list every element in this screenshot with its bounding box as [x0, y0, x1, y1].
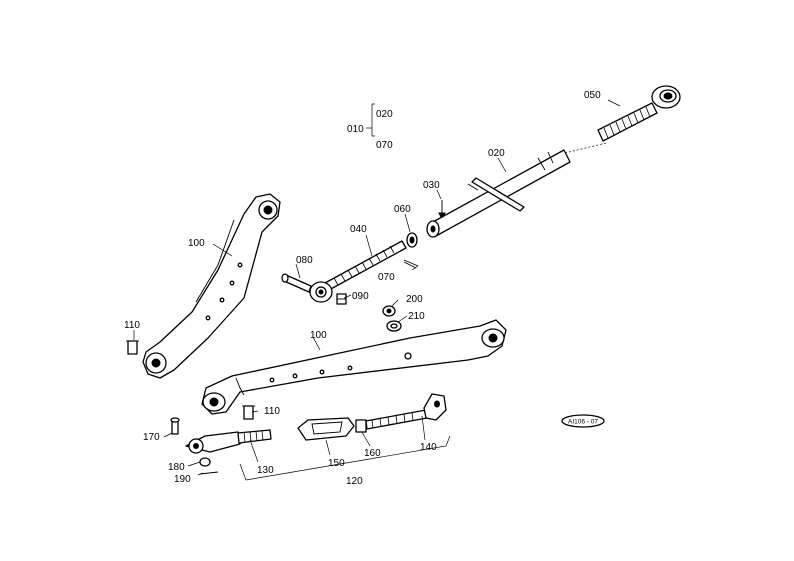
- lock-washer: [406, 232, 418, 248]
- top-link-threaded-rod: [309, 240, 407, 303]
- label-150: 150: [328, 458, 345, 469]
- label-020-body: 020: [488, 148, 505, 159]
- label-200: 200: [406, 294, 423, 305]
- label-010: 010: [347, 124, 364, 135]
- part-labels: 050 020 010 020 070 030 060 040 100 080 …: [124, 90, 601, 487]
- label-120: 120: [346, 476, 363, 487]
- label-020-group: 020: [376, 109, 393, 120]
- stabilizer-assembly: [170, 393, 451, 481]
- label-030: 030: [423, 180, 440, 191]
- label-070-group: 070: [376, 140, 393, 151]
- label-110-left: 110: [124, 320, 140, 331]
- label-100-left: 100: [188, 238, 205, 249]
- label-130: 130: [257, 465, 274, 476]
- label-050: 050: [584, 90, 601, 101]
- label-180: 180: [168, 462, 185, 473]
- pin-080: [281, 273, 312, 293]
- cotter-pin-070: [403, 259, 419, 269]
- top-link-eye-end: [564, 85, 681, 154]
- label-170: 170: [143, 432, 160, 443]
- label-080: 080: [296, 255, 313, 266]
- label-090: 090: [352, 291, 369, 302]
- grease-nipple: [438, 200, 446, 218]
- label-190: 190: [174, 474, 191, 485]
- diagram-code: AI106 - 07: [568, 419, 598, 426]
- washer-210: [386, 320, 402, 332]
- label-140: 140: [420, 442, 437, 453]
- label-060: 060: [394, 204, 411, 215]
- label-160: 160: [364, 448, 381, 459]
- top-link-body: [426, 149, 571, 238]
- label-210: 210: [408, 311, 425, 322]
- lower-link-left: [142, 193, 281, 379]
- label-040: 040: [350, 224, 367, 235]
- pin-110-right: [242, 405, 255, 420]
- nut-200: [382, 305, 396, 317]
- diagram-code-badge: AI106 - 07: [561, 414, 605, 428]
- label-070: 070: [378, 272, 395, 283]
- label-110-right: 110: [264, 406, 280, 417]
- lower-link-right: [201, 319, 507, 415]
- pin-110-left: [126, 340, 139, 355]
- label-100-right: 100: [310, 330, 327, 341]
- leader-lines: [133, 99, 621, 476]
- nut-090: [336, 293, 347, 305]
